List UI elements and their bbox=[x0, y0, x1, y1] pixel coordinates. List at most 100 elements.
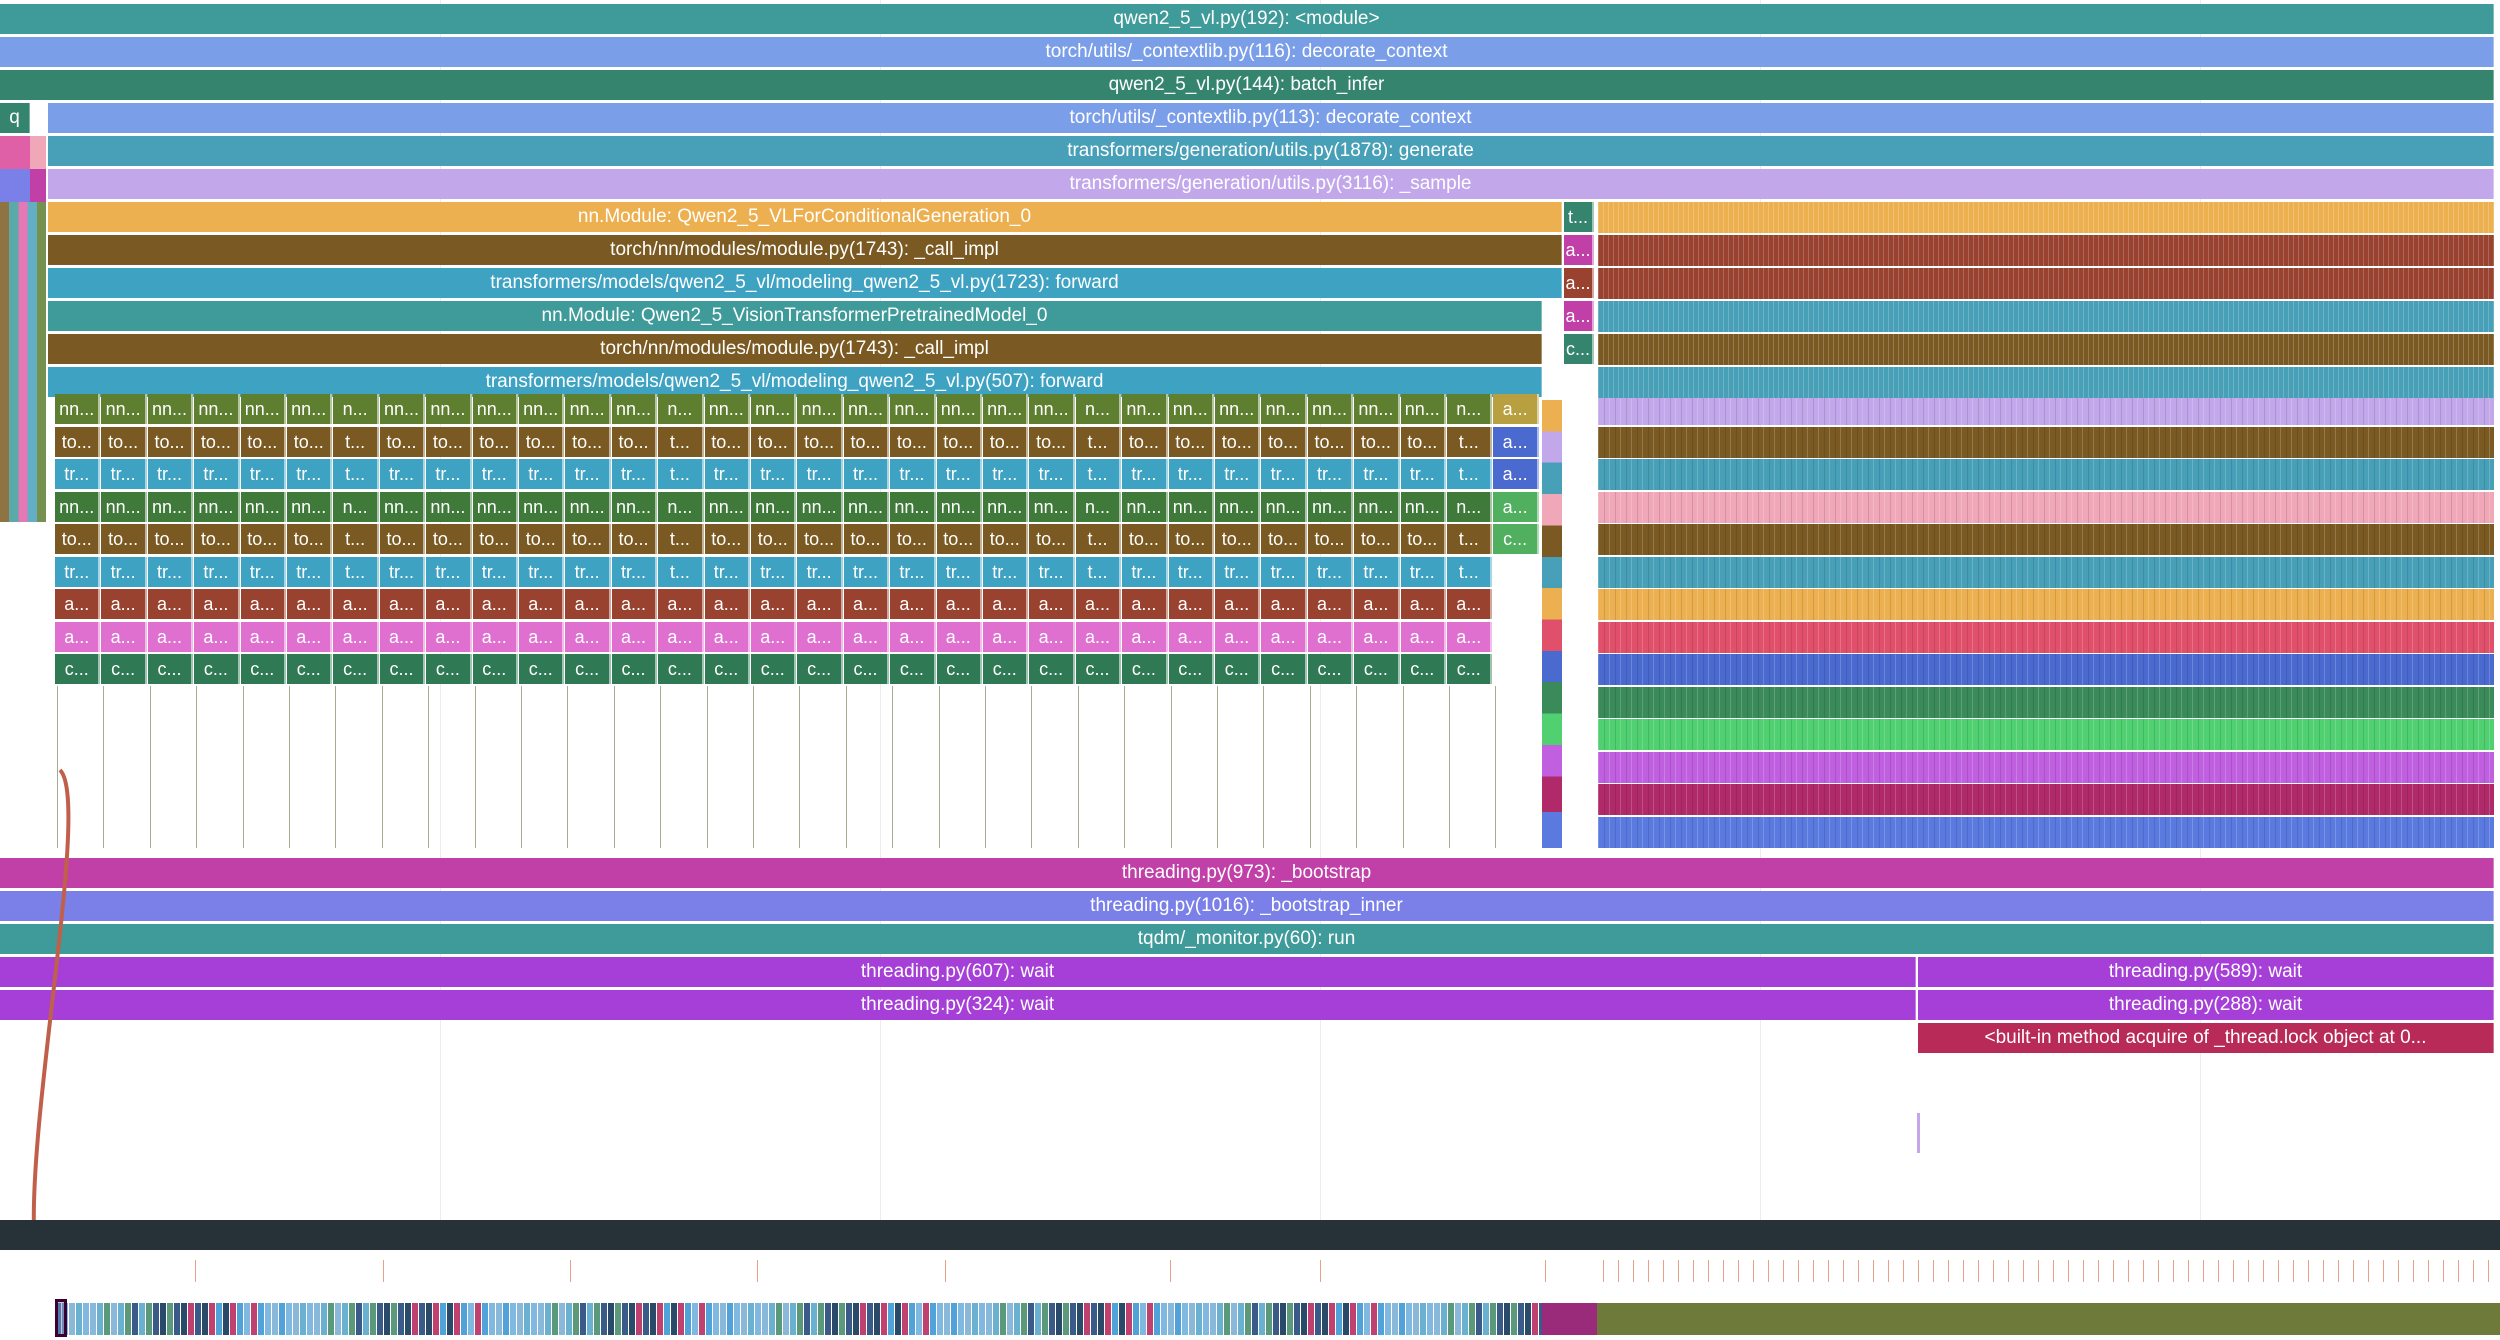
block-frame[interactable]: nn... bbox=[1307, 394, 1354, 424]
block-frame[interactable]: tr... bbox=[101, 556, 147, 587]
block-frame[interactable]: nn... bbox=[936, 491, 982, 522]
block-frame[interactable]: to... bbox=[1168, 524, 1214, 554]
side-frame[interactable]: a... bbox=[1564, 301, 1594, 331]
block-frame[interactable]: to... bbox=[240, 426, 286, 457]
block-frame[interactable]: to... bbox=[1168, 426, 1214, 457]
block-frame[interactable]: a... bbox=[472, 589, 518, 619]
block-frame[interactable]: nn... bbox=[240, 491, 286, 522]
block-frame[interactable]: nn... bbox=[147, 491, 194, 522]
block-frame[interactable]: a... bbox=[1400, 621, 1446, 652]
block-frame[interactable]: c... bbox=[240, 654, 286, 684]
narrow-frame[interactable] bbox=[30, 136, 46, 169]
block-frame[interactable]: to... bbox=[426, 426, 472, 457]
block-frame[interactable]: a... bbox=[658, 589, 704, 619]
block-frame[interactable]: a... bbox=[936, 589, 982, 619]
block-frame[interactable]: to... bbox=[1122, 524, 1168, 554]
block-frame[interactable]: a... bbox=[1261, 621, 1307, 652]
block-frame[interactable]: to... bbox=[194, 524, 240, 554]
block-frame[interactable]: tr... bbox=[1400, 459, 1446, 489]
block-frame[interactable]: a... bbox=[1354, 589, 1400, 619]
block-frame[interactable]: tr... bbox=[1168, 459, 1214, 489]
frame-monitor-run[interactable]: tqdm/_monitor.py(60): run bbox=[0, 924, 2494, 954]
timeline-divider-bar[interactable] bbox=[0, 1220, 2500, 1250]
block-frame[interactable]: n... bbox=[1447, 394, 1493, 424]
block-frame[interactable]: to... bbox=[287, 426, 333, 457]
block-frame[interactable]: nn... bbox=[797, 394, 843, 424]
block-frame[interactable]: to... bbox=[101, 524, 147, 554]
block-frame[interactable]: tr... bbox=[194, 556, 240, 587]
block-frame[interactable]: c... bbox=[983, 654, 1029, 684]
block-frame[interactable]: a... bbox=[1307, 589, 1354, 619]
block-frame[interactable]: a... bbox=[1493, 491, 1539, 522]
block-frame[interactable]: a... bbox=[611, 589, 658, 619]
block-frame[interactable]: a... bbox=[379, 589, 426, 619]
block-frame[interactable]: tr... bbox=[194, 459, 240, 489]
block-frame[interactable]: tr... bbox=[1168, 556, 1214, 587]
block-frame[interactable]: a... bbox=[426, 589, 472, 619]
block-frame[interactable]: to... bbox=[426, 524, 472, 554]
block-frame[interactable]: to... bbox=[472, 524, 518, 554]
block-frame[interactable]: nn... bbox=[287, 394, 333, 424]
frame-decorate-context-113[interactable]: torch/utils/_contextlib.py(113): decorat… bbox=[48, 103, 2494, 133]
decode-row[interactable] bbox=[1598, 719, 2494, 750]
block-frame[interactable]: nn... bbox=[704, 491, 750, 522]
block-frame[interactable]: tr... bbox=[797, 459, 843, 489]
block-frame[interactable]: nn... bbox=[379, 394, 426, 424]
frame-wait-607[interactable]: threading.py(607): wait bbox=[0, 957, 1916, 987]
block-frame[interactable]: a... bbox=[101, 589, 147, 619]
block-frame[interactable]: nn... bbox=[101, 394, 147, 424]
block-frame[interactable]: nn... bbox=[472, 491, 518, 522]
frame-bootstrap[interactable]: threading.py(973): _bootstrap bbox=[0, 858, 2494, 888]
block-frame[interactable]: n... bbox=[1447, 491, 1493, 522]
block-frame[interactable]: to... bbox=[611, 524, 658, 554]
block-frame[interactable]: tr... bbox=[611, 556, 658, 587]
narrow-frame-column[interactable] bbox=[0, 202, 46, 522]
block-frame[interactable]: nn... bbox=[194, 491, 240, 522]
block-frame[interactable]: t... bbox=[1075, 556, 1122, 587]
block-frame[interactable]: to... bbox=[379, 524, 426, 554]
decode-row[interactable] bbox=[1598, 367, 2494, 398]
block-frame[interactable]: nn... bbox=[890, 491, 936, 522]
decode-row[interactable] bbox=[1598, 621, 2494, 653]
block-frame[interactable]: t... bbox=[333, 556, 379, 587]
block-frame[interactable]: a... bbox=[472, 621, 518, 652]
block-frame[interactable]: a... bbox=[519, 589, 565, 619]
decode-row[interactable] bbox=[1598, 394, 2494, 425]
block-frame[interactable]: a... bbox=[101, 621, 147, 652]
block-frame[interactable]: c... bbox=[1168, 654, 1214, 684]
block-frame[interactable]: nn... bbox=[1168, 394, 1214, 424]
block-frame[interactable]: c... bbox=[751, 654, 797, 684]
block-frame[interactable]: to... bbox=[287, 524, 333, 554]
narrow-frame[interactable] bbox=[0, 136, 30, 169]
block-frame[interactable]: to... bbox=[1307, 426, 1354, 457]
decode-row[interactable] bbox=[1598, 589, 2494, 620]
decode-row[interactable] bbox=[1598, 334, 2494, 365]
block-frame[interactable]: t... bbox=[658, 556, 704, 587]
block-frame[interactable]: tr... bbox=[565, 556, 611, 587]
narrow-frame[interactable] bbox=[1917, 1113, 1920, 1153]
block-frame[interactable]: to... bbox=[843, 524, 890, 554]
decode-row[interactable] bbox=[1598, 202, 2494, 233]
block-frame[interactable]: c... bbox=[519, 654, 565, 684]
block-frame[interactable]: a... bbox=[194, 589, 240, 619]
block-frame[interactable]: tr... bbox=[519, 459, 565, 489]
block-frame[interactable]: a... bbox=[147, 621, 194, 652]
block-frame[interactable]: tr... bbox=[1122, 459, 1168, 489]
block-frame[interactable]: c... bbox=[1215, 654, 1261, 684]
block-frame[interactable]: a... bbox=[1493, 394, 1539, 424]
block-frame[interactable]: nn... bbox=[55, 394, 101, 424]
block-frame[interactable]: tr... bbox=[1261, 459, 1307, 489]
side-frame[interactable]: a... bbox=[1564, 235, 1594, 265]
block-frame[interactable]: nn... bbox=[55, 491, 101, 522]
block-frame[interactable]: a... bbox=[1075, 589, 1122, 619]
block-frame[interactable]: a... bbox=[426, 621, 472, 652]
block-frame[interactable]: to... bbox=[55, 426, 101, 457]
decode-row[interactable] bbox=[1598, 301, 2494, 332]
block-frame[interactable]: to... bbox=[194, 426, 240, 457]
block-frame[interactable]: a... bbox=[797, 621, 843, 652]
block-frame[interactable]: nn... bbox=[1122, 394, 1168, 424]
block-frame[interactable]: a... bbox=[983, 621, 1029, 652]
block-frame[interactable]: to... bbox=[936, 426, 982, 457]
frame-generate[interactable]: transformers/generation/utils.py(1878): … bbox=[48, 136, 2494, 166]
block-frame[interactable]: tr... bbox=[751, 556, 797, 587]
